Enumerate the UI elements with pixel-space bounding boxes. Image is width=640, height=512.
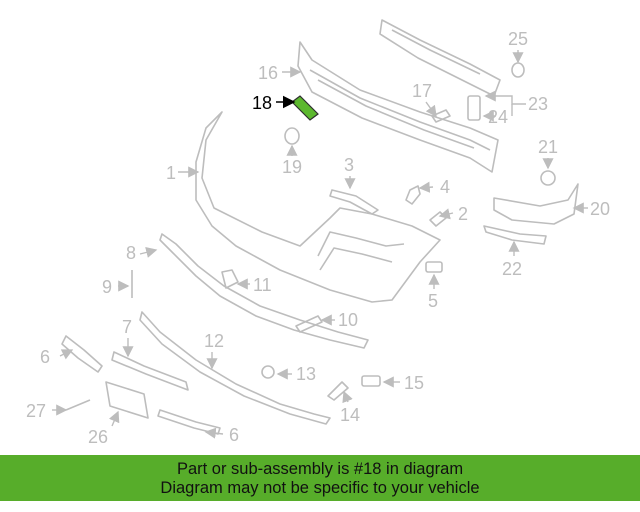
callout-9: 9 xyxy=(102,277,112,297)
part-5-nut xyxy=(425,261,443,273)
part-6-lower-trim xyxy=(157,409,221,435)
callout-3: 3 xyxy=(344,155,354,175)
part-22-lower-trim xyxy=(483,225,547,245)
callout-6-lower: 6 xyxy=(229,425,239,445)
callout-18: 18 xyxy=(252,93,272,113)
part-23-absorber xyxy=(379,19,501,97)
callout-13: 13 xyxy=(296,364,316,384)
part-18-highlighted xyxy=(291,95,319,121)
callout-2: 2 xyxy=(458,204,468,224)
part-27-sensor xyxy=(65,399,91,411)
callout-17: 17 xyxy=(412,81,432,101)
callout-23: 23 xyxy=(528,94,548,114)
callout-15: 15 xyxy=(404,373,424,393)
callout-4: 4 xyxy=(440,177,450,197)
part-20-side-trim xyxy=(493,183,579,225)
banner-line-2: Diagram may not be specific to your vehi… xyxy=(160,479,480,497)
banner-line-1: Part or sub-assembly is #18 in diagram xyxy=(176,460,464,478)
part-19-clip xyxy=(284,127,300,145)
part-14-bolt xyxy=(327,381,349,401)
part-3-bracket xyxy=(329,189,379,215)
callout-19: 19 xyxy=(282,157,302,177)
callout-5: 5 xyxy=(428,291,438,311)
part-16-upper-bar xyxy=(297,41,499,173)
leader-lines xyxy=(52,52,588,439)
part-21-clip xyxy=(540,170,556,186)
part-15-nut xyxy=(361,375,381,387)
parts-diagram: 1 2 3 4 5 6 6 7 8 9 10 11 12 13 14 15 16… xyxy=(26,19,610,447)
callout-14: 14 xyxy=(340,405,360,425)
part-17-screw xyxy=(431,109,451,123)
callout-labels: 1 2 3 4 5 6 6 7 8 9 10 11 12 13 14 15 16… xyxy=(26,29,610,447)
callout-26: 26 xyxy=(88,427,108,447)
part-7-strip xyxy=(111,351,189,391)
callout-25: 25 xyxy=(508,29,528,49)
callout-27: 27 xyxy=(26,401,46,421)
part-2-bolt xyxy=(429,211,447,227)
part-6-left-trim xyxy=(61,335,103,373)
callout-20: 20 xyxy=(590,199,610,219)
callout-21: 21 xyxy=(538,137,558,157)
part-10-bolt xyxy=(295,315,323,333)
part-24-bracket xyxy=(467,95,481,121)
part-1-bumper-cover xyxy=(195,111,441,303)
callout-6-left: 6 xyxy=(40,347,50,367)
callout-7: 7 xyxy=(122,317,132,337)
callout-24: 24 xyxy=(488,107,508,127)
callout-12: 12 xyxy=(204,331,224,351)
part-4-bolt xyxy=(405,185,421,205)
callout-11: 11 xyxy=(253,275,272,295)
part-13-clip xyxy=(261,365,275,379)
part-8-lower-bar xyxy=(159,233,369,349)
part-26-plate-bracket xyxy=(105,381,149,419)
callout-16: 16 xyxy=(258,63,278,83)
callout-8: 8 xyxy=(126,243,136,263)
part-12-valance xyxy=(139,311,331,425)
callout-22: 22 xyxy=(502,259,522,279)
callout-10: 10 xyxy=(338,310,358,330)
callout-1: 1 xyxy=(166,163,176,183)
info-banner: Part or sub-assembly is #18 in diagram D… xyxy=(0,455,640,501)
